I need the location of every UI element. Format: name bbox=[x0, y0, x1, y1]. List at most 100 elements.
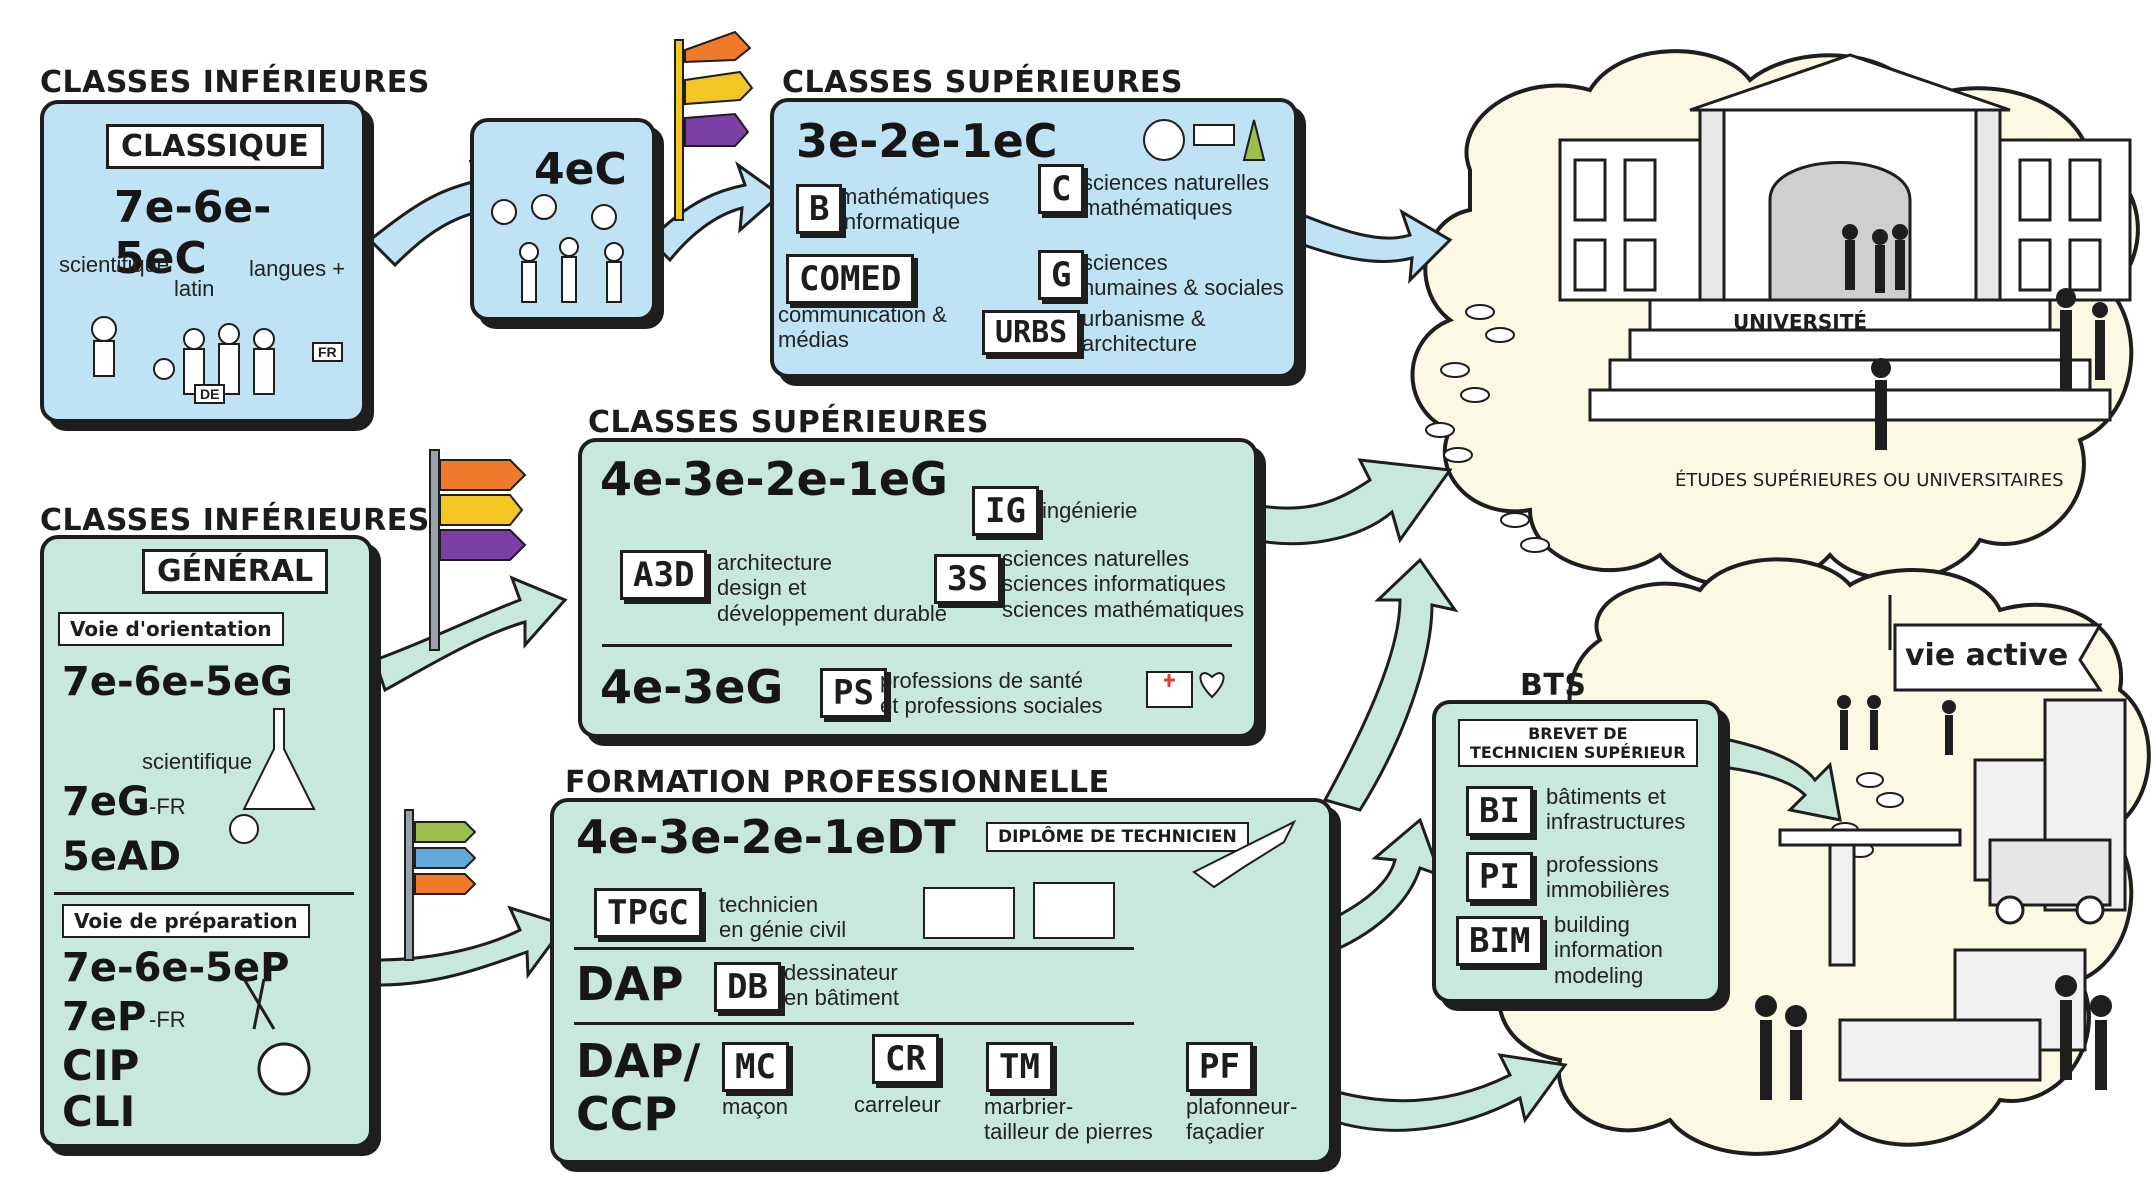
pointing-hand-icon bbox=[1192, 819, 1297, 889]
general-box: GÉNÉRAL Voie d'orientation 7e-6e-5eG sci… bbox=[40, 535, 373, 1148]
classique-grades: 7e-6e-5eC bbox=[114, 182, 272, 284]
dt-label: DIPLÔME DE TECHNICIEN bbox=[986, 822, 1249, 852]
vocational-divider-1 bbox=[574, 947, 1134, 950]
section-ig-tag: IG bbox=[972, 486, 1039, 536]
vocational-grades: 4e-3e-2e-1eDT bbox=[576, 810, 956, 864]
bts-bi-tag: BI bbox=[1466, 786, 1533, 836]
general-grades-6: CIP bbox=[62, 1041, 140, 1090]
signpost-middle bbox=[429, 449, 527, 651]
bts-bim-label: building information modeling bbox=[1554, 912, 1663, 988]
arrow-prof-to-bts bbox=[1328, 817, 1443, 953]
classroom-icon bbox=[491, 194, 624, 303]
top-left-heading: CLASSES INFÉRIEURES bbox=[40, 65, 430, 100]
arrow-general-to-professionnelle bbox=[373, 905, 568, 987]
general-subtitle: GÉNÉRAL bbox=[142, 549, 329, 594]
general-superieures-divider bbox=[602, 644, 1232, 647]
health-care-icon bbox=[1146, 671, 1225, 708]
branch-latin: latin bbox=[174, 276, 215, 301]
general-divider bbox=[54, 892, 354, 895]
bts-heading: BTS bbox=[1520, 668, 1587, 703]
section-3s-tag: 3S bbox=[934, 554, 1001, 604]
tools-gear-icon bbox=[242, 978, 311, 1096]
section-ps-label: professions de santé et professions soci… bbox=[880, 668, 1103, 719]
pf-tag: PF bbox=[1186, 1042, 1253, 1092]
section-urbs-tag: URBS bbox=[982, 310, 1081, 355]
bts-bi-label: bâtiments et infrastructures bbox=[1546, 784, 1686, 835]
mid-left-heading: CLASSES INFÉRIEURES bbox=[40, 503, 430, 538]
db-tag: DB bbox=[714, 962, 781, 1012]
section-b-tag: B bbox=[796, 184, 843, 234]
flag-de: DE bbox=[194, 384, 226, 404]
tpgc-label: technicien en génie civil bbox=[719, 892, 847, 943]
4c-box: 4eC bbox=[470, 118, 656, 321]
signpost-top bbox=[674, 30, 754, 221]
section-3s-label: sciences naturelles sciences informatiqu… bbox=[1002, 546, 1245, 622]
general-branch-scientifique: scientifique bbox=[142, 749, 253, 774]
arrow-general-to-superieures bbox=[373, 575, 568, 693]
arrow-superieures-to-university bbox=[1288, 207, 1453, 284]
tm-label: marbrier- tailleur de pierres bbox=[984, 1094, 1153, 1145]
mc-label: maçon bbox=[722, 1094, 789, 1119]
lab-flask-icon bbox=[229, 708, 316, 844]
signpost-bottom bbox=[404, 809, 477, 961]
4c-grade: 4eC bbox=[534, 144, 627, 195]
section-comed-tag: COMED bbox=[786, 254, 915, 304]
section-urbs-label: urbanisme & architecture bbox=[1082, 306, 1206, 357]
voie-orientation-label: Voie d'orientation bbox=[58, 612, 284, 646]
superieures-c-grades: 3e-2e-1eC bbox=[796, 114, 1058, 168]
section-a3d-label: architecture design et développement dur… bbox=[717, 550, 947, 626]
superieures-g-grades-2: 4e-3eG bbox=[600, 660, 784, 714]
bts-pi-tag: PI bbox=[1466, 852, 1533, 902]
bts-box: BREVET DE TECHNICIEN SUPÉRIEUR BI bâtime… bbox=[1432, 700, 1722, 1003]
section-ig-label: ingénierie bbox=[1042, 498, 1138, 523]
pf-label: plafonneur- façadier bbox=[1186, 1094, 1298, 1145]
db-label: dessinateur en bâtiment bbox=[784, 960, 899, 1011]
work-scene bbox=[1778, 595, 2127, 1082]
bts-pi-label: professions immobilières bbox=[1546, 852, 1670, 903]
vocational-box: 4e-3e-2e-1eDT DIPLÔME DE TECHNICIEN TPGC… bbox=[550, 798, 1333, 1164]
section-c-tag: C bbox=[1038, 164, 1085, 214]
cr-tag: CR bbox=[872, 1034, 939, 1084]
section-g-tag: G bbox=[1038, 250, 1085, 300]
science-tools-icon bbox=[1143, 119, 1266, 161]
general-grades-7: CLI bbox=[62, 1087, 136, 1136]
superieures-g-grades: 4e-3e-2e-1eG bbox=[600, 452, 948, 506]
vocational-heading: FORMATION PROFESSIONNELLE bbox=[565, 765, 1110, 800]
classique-box: CLASSIQUE 7e-6e-5eC scientifique latin l… bbox=[40, 100, 366, 423]
general-grades-2-suffix: -FR bbox=[149, 794, 186, 819]
bts-bim-tag: BIM bbox=[1456, 916, 1544, 966]
university-sign: UNIVERSITÉ bbox=[1732, 310, 1868, 334]
branch-langues: langues + bbox=[249, 256, 346, 281]
tpgc-tag: TPGC bbox=[594, 888, 702, 938]
arrow-prof-to-university bbox=[1322, 557, 1459, 812]
voie-preparation-label: Voie de préparation bbox=[62, 904, 310, 938]
tm-tag: TM bbox=[986, 1042, 1053, 1092]
blueprint-tools-icon bbox=[923, 882, 1115, 939]
general-grades-3: 5eAD bbox=[62, 834, 182, 880]
bts-subtitle: BREVET DE TECHNICIEN SUPÉRIEUR bbox=[1458, 719, 1698, 767]
arrow-prof-to-work bbox=[1328, 1053, 1568, 1132]
dap-label: DAP bbox=[576, 957, 684, 1011]
section-comed-label: communication & médias bbox=[778, 302, 947, 353]
vocational-divider-2 bbox=[574, 1022, 1134, 1025]
students-illustration-icon bbox=[91, 316, 275, 395]
general-grades-5-suffix: -FR bbox=[149, 1007, 186, 1032]
arrow-4c-to-superieures bbox=[647, 161, 783, 263]
top-upper-heading: CLASSES SUPÉRIEURES bbox=[782, 65, 1184, 100]
section-g-label: sciences humaines & sociales bbox=[1082, 250, 1284, 301]
section-ps-tag: PS bbox=[820, 668, 887, 718]
section-b-label: mathématiques informatique bbox=[839, 184, 990, 235]
branch-scientifique: scientifique bbox=[59, 252, 170, 277]
worker-silhouettes bbox=[1755, 695, 2112, 1100]
section-a3d-tag: A3D bbox=[620, 550, 708, 600]
classique-superieures-box: 3e-2e-1eC B mathématiques informatique C… bbox=[770, 98, 1298, 378]
general-grades-2: 7eG bbox=[62, 779, 150, 825]
section-c-label: sciences naturelles mathématiques bbox=[1082, 170, 1270, 221]
cr-label: carreleur bbox=[854, 1092, 941, 1117]
dap-ccp-1: DAP/ bbox=[576, 1034, 701, 1088]
mid-upper-heading: CLASSES SUPÉRIEURES bbox=[588, 405, 990, 440]
people-silhouettes bbox=[1842, 224, 2108, 450]
arrow-bts-to-work bbox=[1703, 733, 1842, 822]
flag-fr: FR bbox=[312, 342, 343, 362]
general-grades-5: 7eP bbox=[62, 994, 147, 1040]
